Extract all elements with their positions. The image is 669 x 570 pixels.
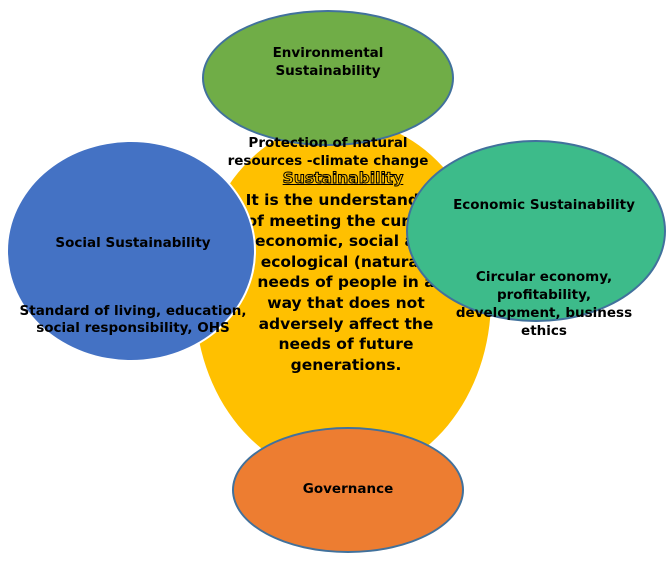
- environmental-description: Protection of natural resources -climate…: [227, 135, 429, 169]
- governance-ellipse: [232, 427, 464, 553]
- sustainability-title: Sustainability: [282, 169, 404, 188]
- social-ellipse: [6, 140, 256, 362]
- sustainability-definition: It is the understanding of meeting the c…: [245, 191, 447, 374]
- environmental-title: Environmental Sustainability: [272, 45, 384, 79]
- social-text-group: Social Sustainability Standard of living…: [10, 218, 256, 337]
- economic-ellipse: [406, 140, 666, 322]
- economic-text-group: Economic Sustainability Circular economy…: [428, 178, 660, 340]
- economic-description: Circular economy, profitability, develop…: [455, 269, 633, 339]
- social-title: Social Sustainability: [55, 235, 211, 251]
- social-description: Standard of living, education, social re…: [19, 303, 247, 336]
- environmental-ellipse: [202, 10, 454, 146]
- economic-title: Economic Sustainability: [453, 197, 635, 213]
- governance-title: Governance: [302, 481, 394, 497]
- environmental-text-group: Environmental Sustainability Protection …: [202, 26, 454, 170]
